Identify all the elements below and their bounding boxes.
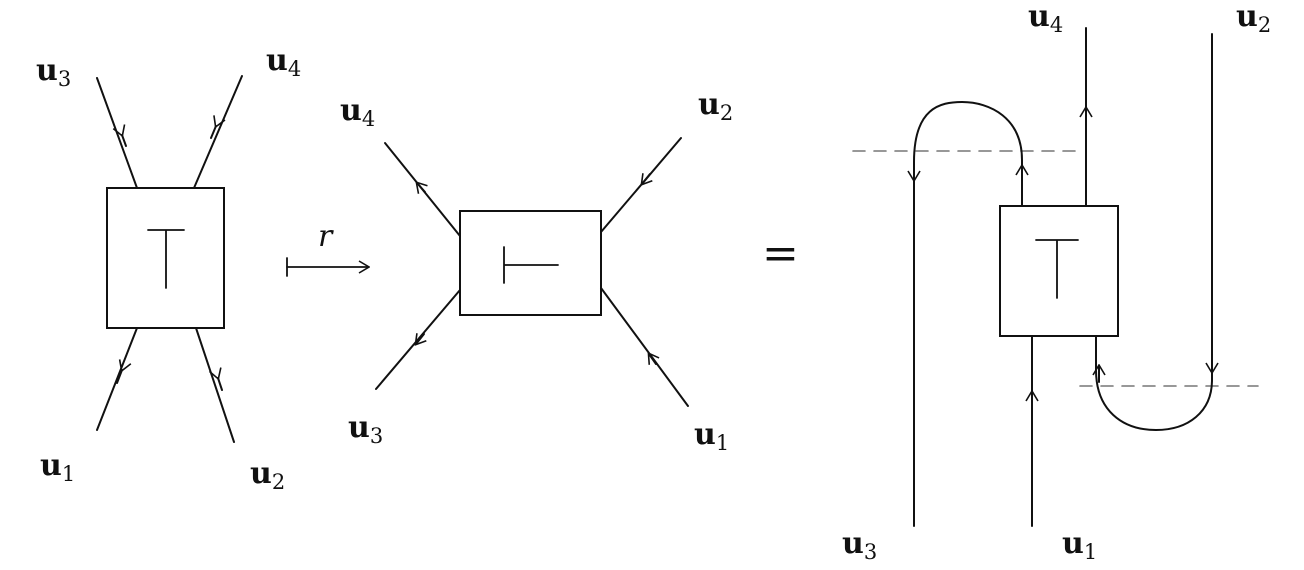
right-label-u4: u4 (1028, 0, 1063, 37)
left-tensor-box (106, 187, 225, 329)
left-arrow-u2 (218, 378, 223, 391)
middle-box-symbol (503, 246, 559, 284)
middle-arrow-u1 (649, 354, 656, 365)
left-label-u3: u3 (36, 53, 71, 91)
right-diagram (852, 27, 1259, 527)
right-leg-u2-cup (1095, 33, 1213, 432)
middle-arrow-u3 (416, 333, 424, 344)
right-label-u3: u3 (842, 526, 877, 564)
left-arrow-u1 (116, 370, 122, 384)
right-label-u2: u2 (1236, 0, 1271, 37)
left-label-u1: u1 (40, 448, 75, 486)
left-leg-u2 (195, 327, 235, 443)
middle-tensor-box (459, 210, 602, 316)
left-label-u2: u2 (250, 456, 285, 494)
middle-label-u2: u2 (698, 87, 733, 125)
middle-label-u3: u3 (348, 410, 383, 448)
middle-arrow-u2 (642, 173, 650, 184)
middle-arrow-u4 (417, 183, 425, 192)
middle-leg-u2 (600, 137, 682, 233)
middle-leg-u1 (600, 287, 689, 407)
left-label-u4: u4 (266, 43, 301, 81)
middle-leg-u3 (375, 289, 461, 390)
left-box-t-symbol (147, 229, 185, 289)
middle-label-u4: u4 (340, 93, 375, 131)
right-box-t-symbol (1035, 239, 1079, 299)
left-arrow-u3 (122, 135, 127, 147)
left-arrow-u4 (210, 126, 216, 139)
middle-label-u1: u1 (694, 417, 729, 455)
left-leg-u4 (193, 75, 243, 189)
maps-to-arrow (286, 257, 368, 277)
middle-diagram (375, 137, 689, 407)
maps-to-symbol: r (318, 219, 334, 254)
left-leg-u1 (96, 327, 138, 431)
right-leg-u3-cap (913, 100, 1023, 527)
left-leg-u3 (96, 77, 138, 189)
left-diagram (96, 75, 243, 443)
right-label-u1: u1 (1062, 526, 1097, 564)
equals-sign: = (762, 228, 799, 279)
right-tensor-box (999, 205, 1119, 337)
